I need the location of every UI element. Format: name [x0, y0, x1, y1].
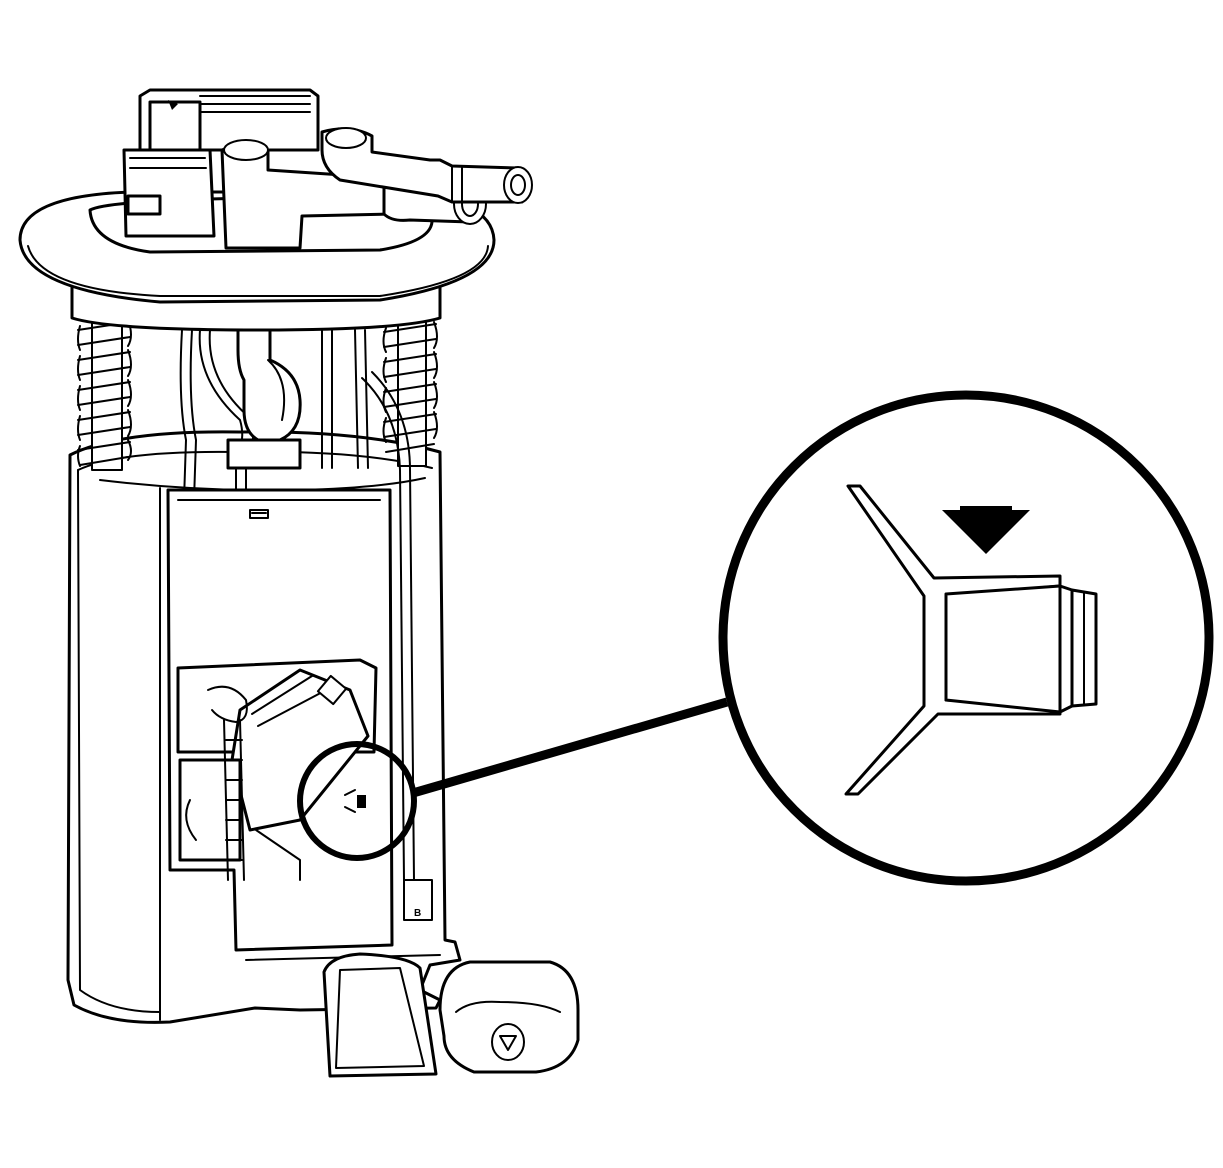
callout-leader-line	[411, 697, 729, 798]
callout-leader	[297, 697, 729, 861]
detail-tab-body	[944, 584, 1062, 714]
fuel-outlet-hose	[226, 328, 302, 470]
fuel-level-sender	[176, 658, 378, 881]
reservoir-mark-label: B	[403, 879, 433, 921]
down-arrow-icon	[942, 506, 1030, 554]
electrical-connector	[122, 88, 320, 238]
reservoir-mark-text: B	[414, 908, 421, 919]
return-hose	[361, 371, 415, 881]
callout-source-circle	[297, 741, 417, 861]
fuel-return-pipe	[320, 127, 533, 204]
left-spring	[77, 317, 132, 471]
right-spring	[382, 317, 438, 467]
bottom-ports	[245, 952, 580, 1078]
callout-source-clip	[357, 795, 366, 808]
detail-view	[718, 390, 1214, 886]
